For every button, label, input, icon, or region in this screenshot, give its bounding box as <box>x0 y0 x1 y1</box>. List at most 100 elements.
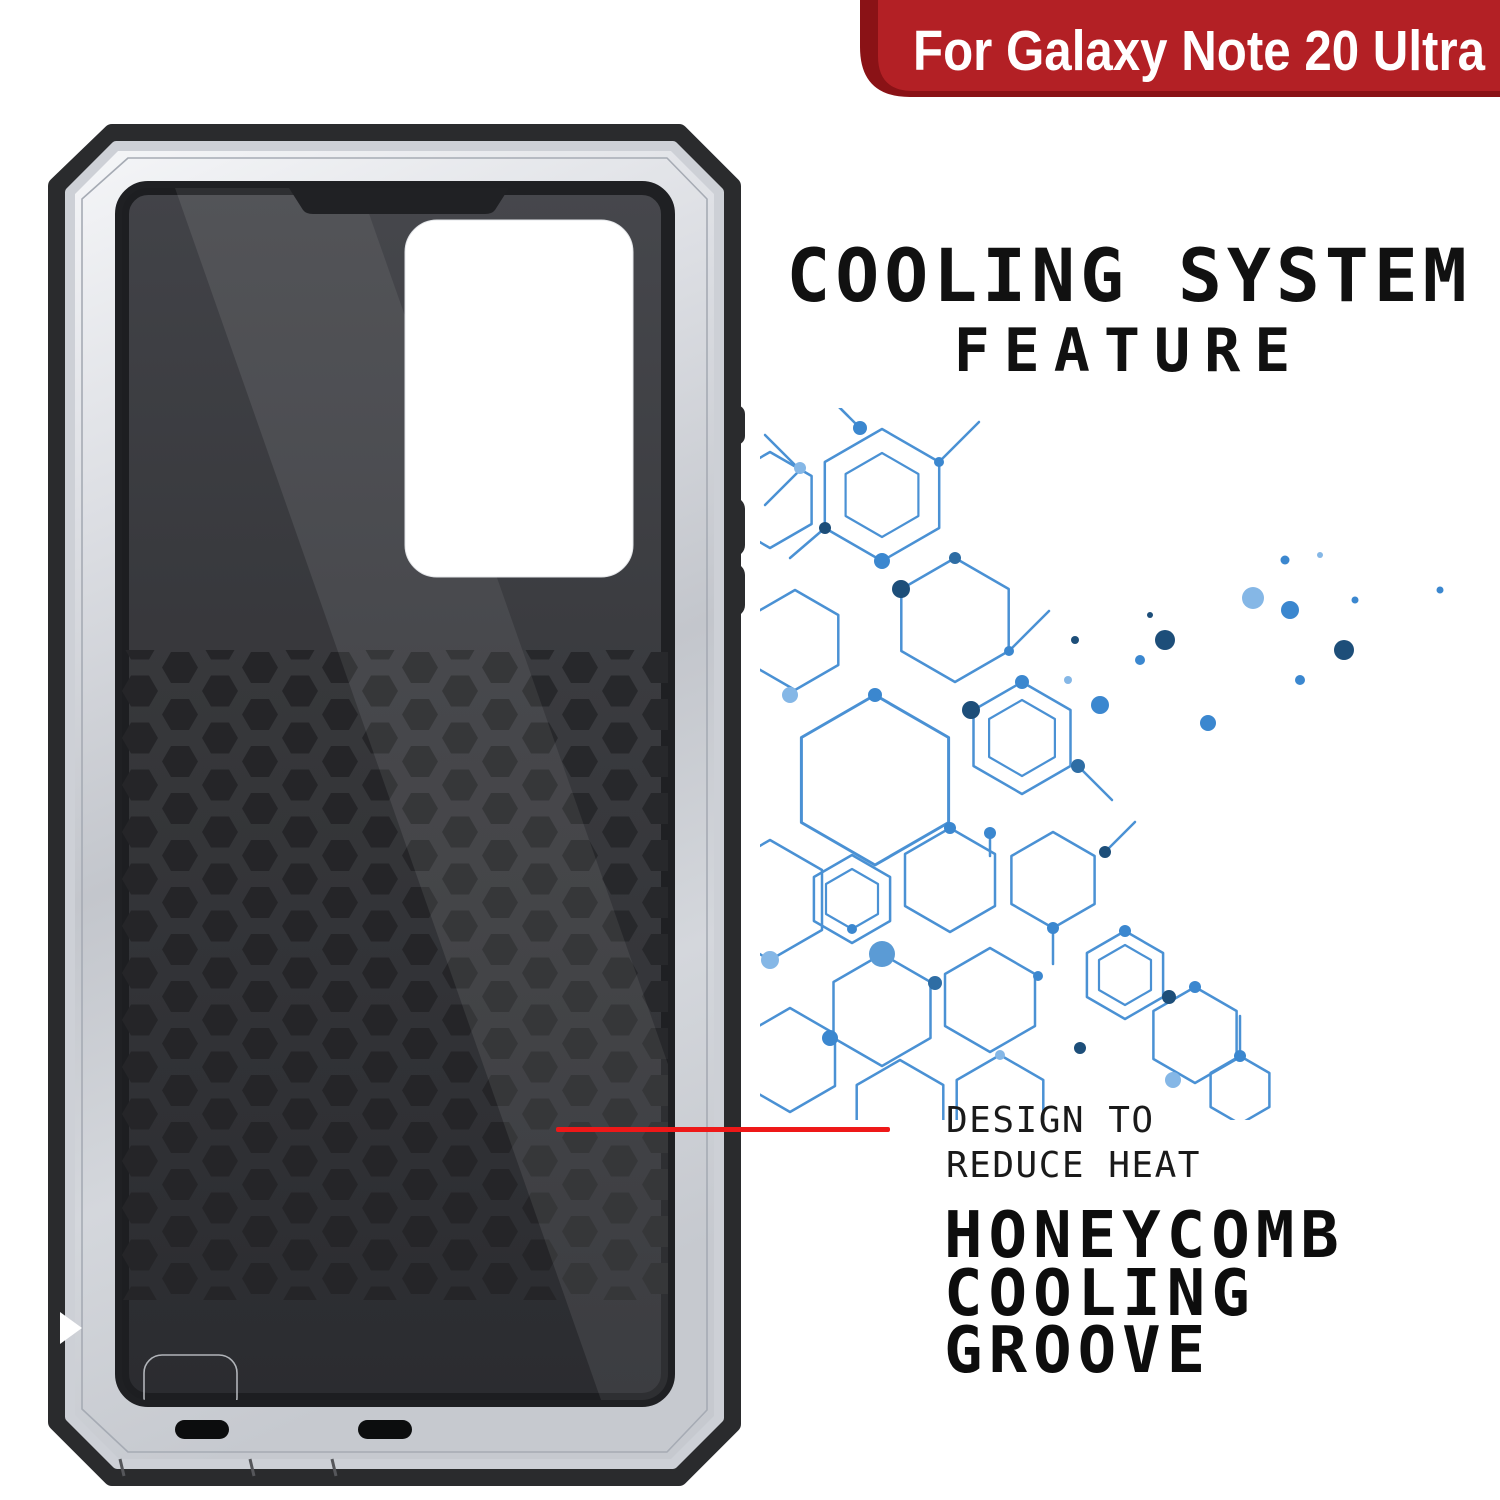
hex-node-dot <box>822 1030 838 1046</box>
callout-text: DESIGN TO REDUCE HEAT <box>946 1098 1201 1188</box>
hexagon-outline <box>823 427 941 563</box>
hexagon-inner-outline <box>844 451 920 539</box>
hexagon-outline <box>1085 929 1165 1021</box>
hex-node-dot <box>1436 586 1444 594</box>
bottom-edge-seams <box>118 1458 338 1477</box>
hex-connector-line <box>838 408 850 418</box>
hex-node-dot <box>1162 990 1176 1004</box>
hexagon-outline <box>760 588 840 692</box>
hex-node-dot <box>1295 675 1305 685</box>
bottom-port-cutouts <box>175 1420 412 1439</box>
hex-connector-line <box>838 408 862 430</box>
hexagon-outline <box>903 826 997 934</box>
callout-line1: DESIGN TO <box>946 1100 1155 1141</box>
hexagon-outline <box>943 946 1037 1054</box>
hex-node-dot <box>1189 981 1201 993</box>
hexagon-outline <box>760 1006 837 1114</box>
hex-node-dot <box>1047 922 1059 934</box>
headline-line2: FEATURE <box>953 316 1305 386</box>
hex-node-dot <box>984 827 996 839</box>
hex-node-dot <box>1280 555 1290 565</box>
callout-line2: REDUCE HEAT <box>946 1145 1201 1186</box>
hex-connector-line <box>763 468 802 507</box>
hex-node-dot <box>874 553 890 569</box>
fitment-banner: For Galaxy Note 20 Ultra <box>860 0 1500 97</box>
hexagon-outline <box>855 1058 945 1120</box>
speaker-notch <box>289 188 509 214</box>
headline: COOLING SYSTEM FEATURE <box>758 240 1500 381</box>
hex-node-dot <box>1015 675 1029 689</box>
hex-node-dot <box>1351 596 1359 604</box>
hex-node-dot <box>1147 612 1153 618</box>
hex-node-dot <box>853 421 867 435</box>
hex-node-dot <box>1334 640 1354 660</box>
hex-node-dot <box>1064 676 1072 684</box>
hex-node-dot <box>1242 587 1264 609</box>
hex-connector-line <box>788 526 827 560</box>
hexagon-outline <box>1152 985 1238 1085</box>
hex-node-dot <box>995 1050 1005 1060</box>
hexagon-outline <box>1209 1054 1271 1120</box>
hex-node-dot <box>1200 715 1216 731</box>
interior-sheen <box>175 188 668 1400</box>
hex-node-dot <box>949 552 961 564</box>
hex-node-dot <box>868 688 882 702</box>
hex-node-dot <box>1004 646 1014 656</box>
hexagon-outline <box>812 853 892 945</box>
hex-node-dot <box>1165 1072 1181 1088</box>
hexagon-inner-outline <box>1097 943 1153 1007</box>
hex-node-dot <box>928 976 942 990</box>
hex-node-dot <box>1033 971 1043 981</box>
feature-line3: GROOVE <box>944 1314 1212 1389</box>
hexagon-outline <box>900 556 1010 684</box>
banner-label: For Galaxy Note 20 Ultra <box>913 19 1486 83</box>
banner-shape <box>878 0 1500 91</box>
feature-title: HONEYCOMB COOLING GROOVE <box>944 1199 1345 1389</box>
hex-node-dot <box>944 822 956 834</box>
hexagon-outline <box>760 450 813 550</box>
hex-node-dot <box>1234 1050 1246 1062</box>
hex-node-dot <box>934 457 944 467</box>
case-honeycomb-pattern <box>122 650 668 1300</box>
interior-shade <box>122 188 601 1400</box>
phone-case-render <box>48 124 745 1486</box>
hex-node-dot <box>1071 759 1085 773</box>
spen-slot-outline <box>143 1354 238 1400</box>
hex-node-dot <box>1091 696 1109 714</box>
hex-node-dot <box>892 580 910 598</box>
triangle-marker <box>60 1312 82 1344</box>
feature-line1: HONEYCOMB <box>944 1199 1345 1273</box>
hex-node-dot <box>1155 630 1175 650</box>
feature-line2: COOLING <box>944 1256 1256 1331</box>
hexagon-outline <box>832 952 932 1068</box>
hex-node-dot <box>794 462 806 474</box>
hex-node-dot <box>869 941 895 967</box>
hex-node-dot <box>1119 925 1131 937</box>
hex-connector-line <box>1007 609 1051 653</box>
hexagon-outline <box>955 1053 1045 1120</box>
hex-node-dot <box>962 701 980 719</box>
hexagon-inner-outline <box>988 698 1056 778</box>
hex-node-dot <box>1317 552 1323 558</box>
hexagon-inner-outline <box>824 867 880 931</box>
hex-node-dot <box>1071 636 1079 644</box>
hexagon-pattern-graphic <box>760 408 1444 1120</box>
hexagon-outline <box>799 693 951 867</box>
hex-connector-line <box>763 433 802 472</box>
camera-cutout <box>404 219 634 578</box>
hex-node-dot <box>782 687 798 703</box>
hex-node-dot <box>1099 846 1111 858</box>
headline-line1: COOLING SYSTEM <box>786 234 1472 319</box>
hexagon-outline <box>1010 830 1096 930</box>
frame-bevel-crease <box>81 157 708 1453</box>
hex-node-dot <box>1135 655 1145 665</box>
hex-node-dot <box>761 951 779 969</box>
callout-pointer-line <box>556 1127 890 1132</box>
hex-node-dot <box>819 522 831 534</box>
hex-connector-line <box>1076 764 1114 802</box>
hex-node-dot <box>847 924 857 934</box>
hex-connector-line <box>1103 820 1137 854</box>
hex-node-dot <box>1074 1042 1086 1054</box>
hex-connector-line <box>937 420 981 464</box>
